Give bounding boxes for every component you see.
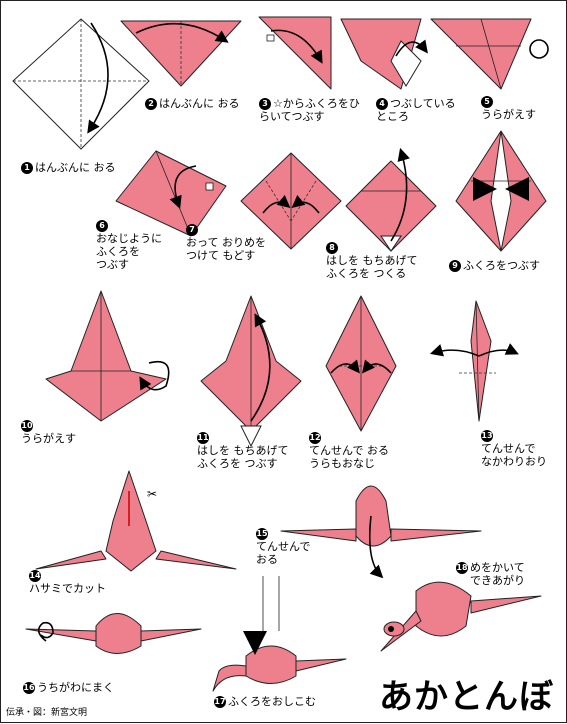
step-7-figure	[240, 152, 342, 250]
step-3-figure	[258, 16, 332, 90]
step-16-figure	[25, 613, 202, 654]
step-12-figure	[325, 295, 397, 432]
step-1-figure	[12, 18, 150, 150]
step-4-figure	[340, 18, 428, 90]
step-11-figure	[200, 295, 302, 448]
step-8-figure	[345, 147, 437, 252]
page-title: あかとんぼ	[379, 677, 554, 717]
step-18-figure	[380, 581, 542, 652]
credit-text: 伝承・図：新宮文明	[6, 708, 88, 718]
step-5-figure	[430, 18, 549, 90]
step-13-figure	[429, 300, 519, 422]
step-14-figure: ✂	[35, 470, 237, 572]
step-10-figure	[45, 290, 170, 422]
step-9-figure	[455, 130, 547, 252]
step-6-figure	[115, 150, 227, 237]
step-15-figure	[280, 485, 482, 579]
step-2-figure	[120, 20, 242, 87]
step-3-label: 3☆からふくろをひらいてつぶす	[259, 97, 360, 123]
svg-text:✂: ✂	[147, 487, 157, 501]
step-17-figure	[212, 576, 347, 692]
